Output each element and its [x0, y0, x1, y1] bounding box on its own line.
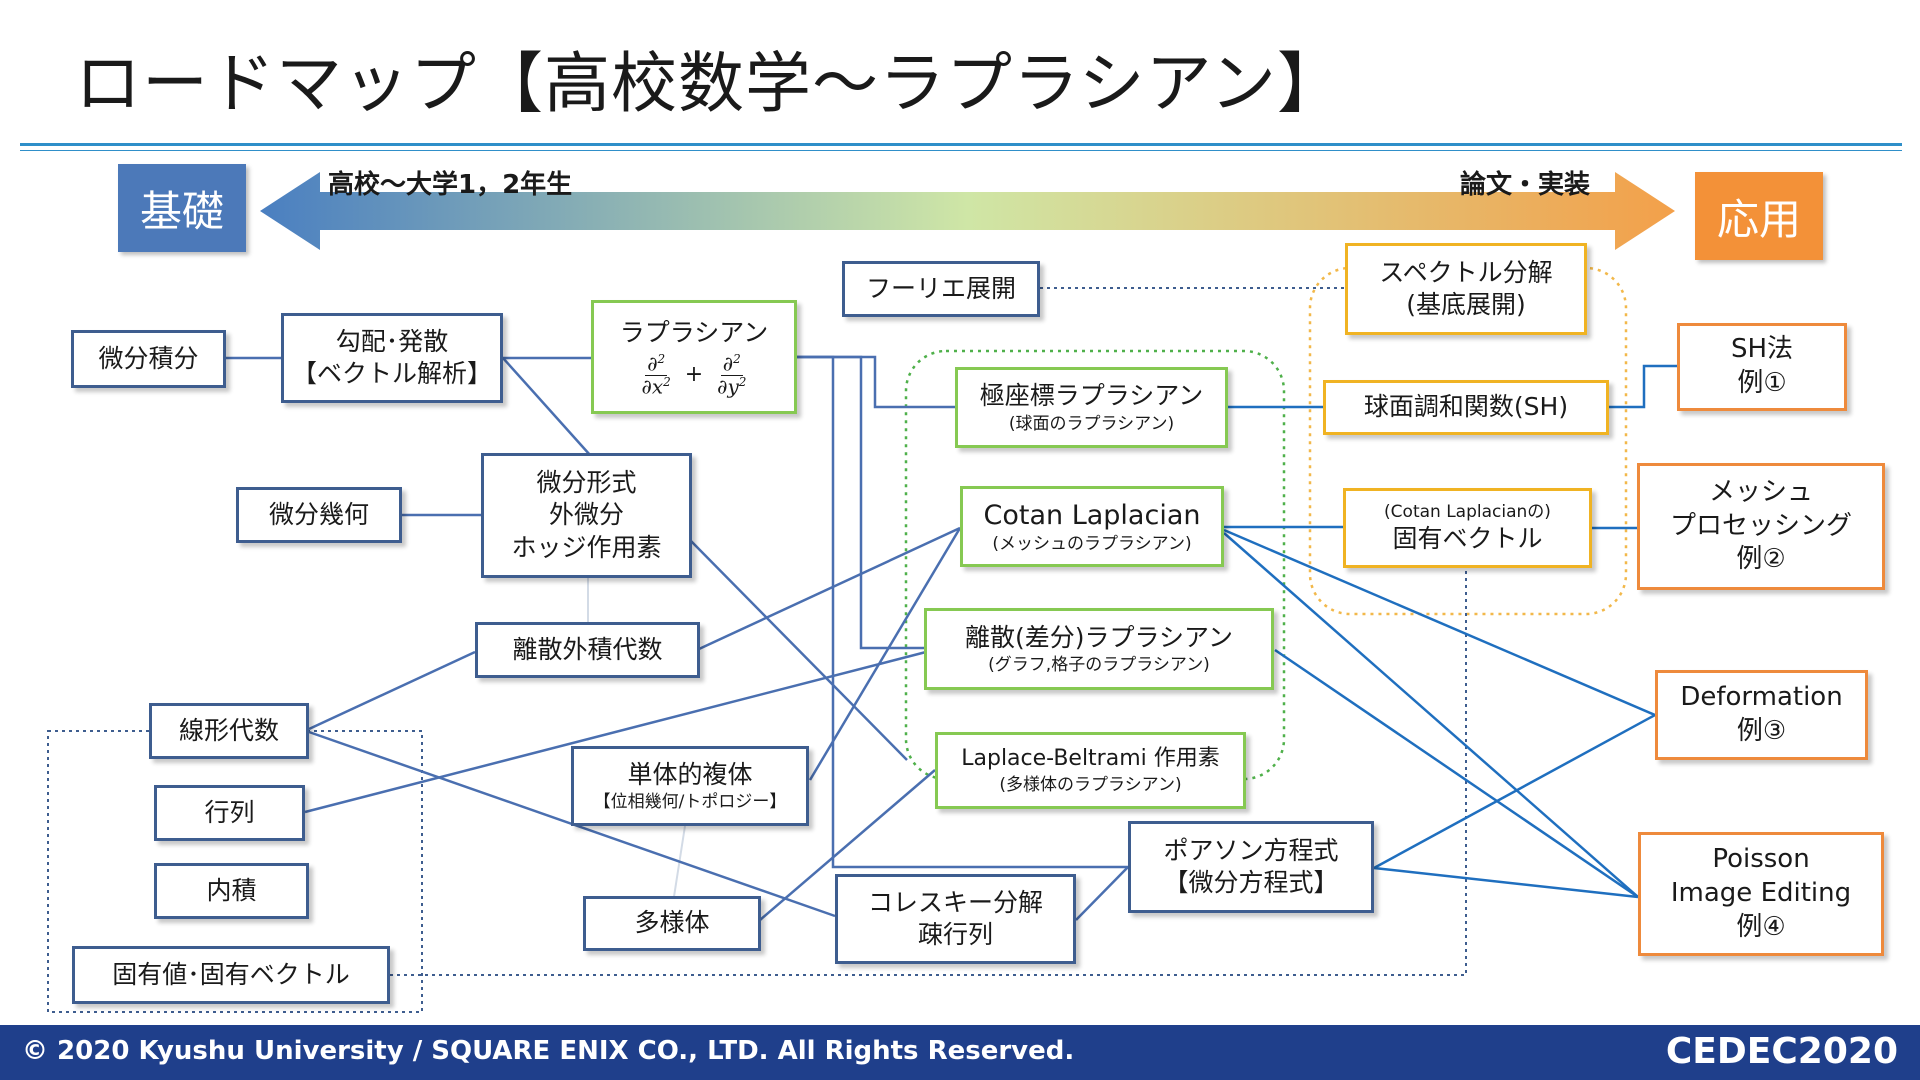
node-cotan-laplacian: Cotan Laplacian (メッシュのラプラシアン) — [960, 486, 1224, 567]
node-differential-forms: 微分形式 外微分 ホッジ作用素 — [481, 453, 692, 578]
node-label: 球面調和関数(SH) — [1363, 392, 1569, 422]
node-eigenvalues: 固有値･固有ベクトル — [72, 946, 390, 1004]
title-underline — [20, 143, 1902, 146]
node-inner-product: 内積 — [154, 863, 309, 919]
level-arrow — [260, 172, 1675, 250]
node-label: (基底展開) — [1406, 290, 1526, 319]
node-label: 例④ — [1736, 911, 1786, 942]
node-label: ポアソン方程式 — [1163, 835, 1339, 865]
node-label: 疎行列 — [917, 920, 993, 949]
node-label: 離散(差分)ラプラシアン — [964, 622, 1233, 652]
node-label: プロセッシング — [1669, 510, 1852, 541]
node-fourier: フーリエ展開 — [842, 261, 1040, 317]
node-label: 【微分方程式】 — [1163, 868, 1339, 897]
spectral-group-outline — [1308, 266, 1628, 616]
node-label: メッシュ — [1708, 476, 1813, 507]
node-label: 線形代数 — [178, 715, 279, 745]
basics-badge: 基礎 — [118, 164, 246, 252]
node-calculus: 微分積分 — [71, 330, 226, 388]
node-label: Deformation — [1680, 682, 1843, 713]
linear-algebra-group-outline — [47, 730, 423, 1013]
node-sublabel: (メッシュのラプラシアン) — [992, 534, 1192, 554]
node-label: 固有ベクトル — [1392, 523, 1543, 553]
node-label: 勾配･発散 — [335, 326, 449, 356]
node-label: Image Editing — [1670, 878, 1852, 909]
node-sublabel: (Cotan Laplacianの) — [1384, 501, 1551, 522]
level-label-right: 論文・実装 — [1460, 170, 1591, 200]
node-polar-laplacian: 極座標ラプラシアン (球面のラプラシアン) — [955, 367, 1228, 448]
node-laplacian: ラプラシアン ∂2 ∂x2 + ∂2 ∂y2 — [591, 300, 797, 414]
footer-bar — [0, 1025, 1920, 1080]
node-label: 例③ — [1736, 716, 1787, 746]
node-example-deformation: Deformation 例③ — [1655, 670, 1868, 760]
node-matrix: 行列 — [154, 785, 305, 841]
fraction-dy: ∂2 ∂y2 — [717, 351, 747, 399]
plus-sign: + — [684, 361, 704, 387]
node-example-mesh: メッシュ プロセッシング 例② — [1637, 463, 1885, 590]
node-example-sh: SH法 例① — [1677, 323, 1847, 411]
node-label: フーリエ展開 — [865, 273, 1016, 303]
node-discrete-exterior-calculus: 離散外積代数 — [475, 622, 700, 678]
node-sublabel: (球面のラプラシアン) — [1008, 413, 1175, 434]
level-label-left: 高校～大学1，2年生 — [328, 170, 573, 200]
node-differential-geometry: 微分幾何 — [236, 487, 402, 543]
title-underline-thin — [20, 150, 1902, 151]
copyright: © 2020 Kyushu University / SQUARE ENIX C… — [22, 1036, 1075, 1066]
node-label: 離散外積代数 — [512, 634, 663, 664]
node-sublabel: (多様体のラプラシアン) — [999, 774, 1182, 795]
node-spectral-decomposition: スペクトル分解 (基底展開) — [1345, 243, 1587, 335]
node-eigenvectors: (Cotan Laplacianの) 固有ベクトル — [1343, 488, 1592, 568]
laplacian-formula: ∂2 ∂x2 + ∂2 ∂y2 — [642, 353, 747, 397]
node-label: 極座標ラプラシアン — [979, 381, 1204, 411]
node-label: 微分積分 — [98, 343, 199, 373]
node-label: 微分幾何 — [268, 499, 369, 529]
node-label: 【ベクトル解析】 — [291, 359, 492, 388]
node-label: 微分形式 — [536, 467, 637, 497]
node-label: 例② — [1736, 544, 1786, 575]
application-badge: 応用 — [1695, 172, 1823, 260]
node-label: 行列 — [204, 797, 255, 827]
node-label: 単体的複体 — [627, 759, 753, 789]
node-poisson-equation: ポアソン方程式 【微分方程式】 — [1128, 821, 1374, 913]
node-label: 内積 — [206, 875, 257, 905]
node-sublabel: 【位相幾何/トポロジー】 — [593, 792, 787, 813]
node-label: 固有値･固有ベクトル — [112, 959, 350, 989]
node-vector-analysis: 勾配･発散 【ベクトル解析】 — [281, 313, 503, 403]
node-label: 外微分 — [548, 500, 624, 530]
node-sublabel: (グラフ,格子のラプラシアン) — [988, 655, 1210, 676]
node-label: Laplace-Beltrami 作用素 — [961, 746, 1220, 772]
node-label: 多様体 — [634, 908, 710, 938]
node-manifold: 多様体 — [583, 896, 761, 951]
node-example-poisson: Poisson Image Editing 例④ — [1638, 832, 1884, 956]
node-label: Poisson — [1712, 844, 1810, 875]
node-linear-algebra: 線形代数 — [149, 703, 309, 759]
node-label: 例① — [1737, 368, 1787, 398]
node-label: Cotan Laplacian — [983, 499, 1201, 531]
node-label: コレスキー分解 — [867, 887, 1043, 917]
node-spherical-harmonics: 球面調和関数(SH) — [1323, 380, 1609, 435]
cedec-logo: CEDEC2020 — [1665, 1031, 1898, 1072]
node-simplicial-complex: 単体的複体 【位相幾何/トポロジー】 — [571, 746, 809, 826]
node-label: ラプラシアン — [619, 317, 769, 347]
node-label: スペクトル分解 — [1379, 257, 1553, 287]
node-laplace-beltrami: Laplace-Beltrami 作用素 (多様体のラプラシアン) — [935, 732, 1246, 809]
fraction-dx: ∂2 ∂x2 — [641, 351, 671, 399]
node-label: SH法 — [1730, 334, 1794, 365]
page-title: ロードマップ【高校数学～ラプラシアン】 — [75, 45, 1345, 122]
node-cholesky: コレスキー分解 疎行列 — [835, 874, 1076, 964]
node-discrete-laplacian: 離散(差分)ラプラシアン (グラフ,格子のラプラシアン) — [924, 608, 1274, 690]
node-label: ホッジ作用素 — [511, 532, 662, 562]
